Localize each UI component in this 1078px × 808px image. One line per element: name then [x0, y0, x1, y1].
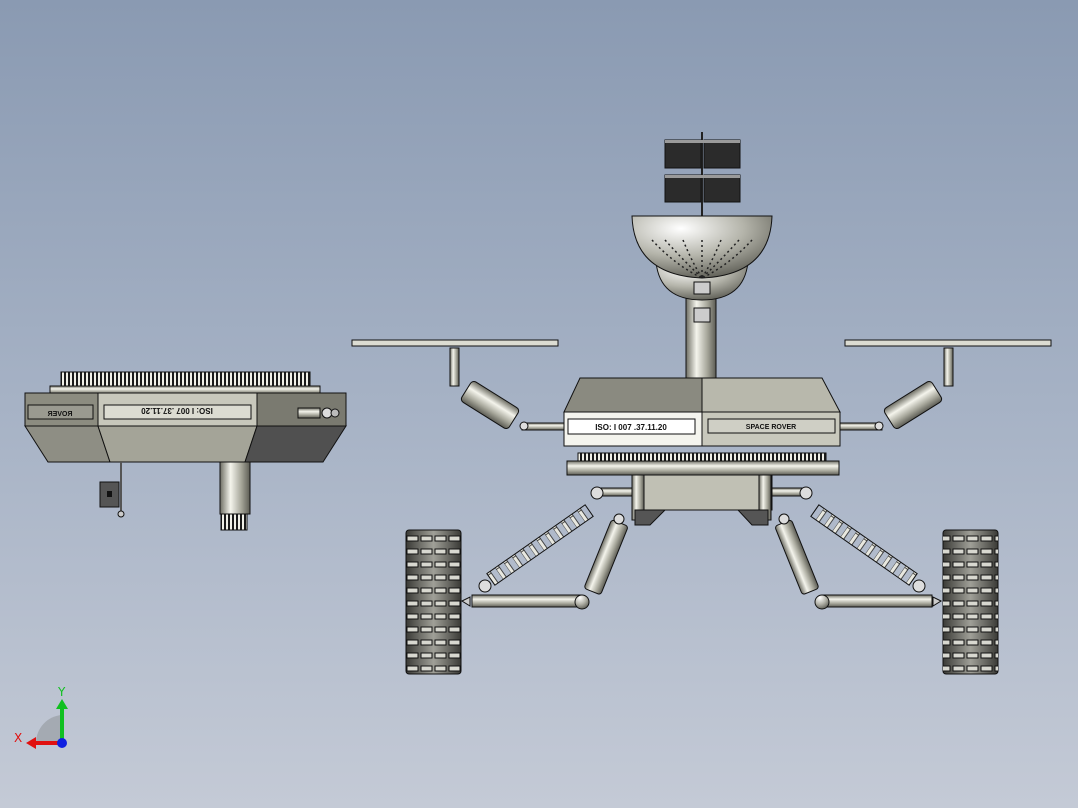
side-label-center-box: [103, 404, 252, 420]
side-label-left: ROVER: [48, 411, 73, 418]
solar-panel-right: [844, 339, 1052, 347]
lower-chassis: [631, 474, 773, 511]
solar-panel-left: [351, 339, 559, 347]
rover-front-view[interactable]: ISO: I 007 .37.11.20 SPACE ROVER: [351, 132, 1052, 675]
id-plate-box: [567, 418, 696, 435]
wheel-left: [405, 529, 462, 675]
turntable-gear: [577, 452, 827, 462]
suspension-left: [460, 486, 628, 610]
y-axis-label: Y: [58, 685, 66, 699]
arm-actuator-left: [460, 380, 520, 430]
side-post: [219, 461, 251, 515]
suspension-right: [775, 486, 943, 610]
x-axis-label: X: [14, 731, 23, 745]
side-label-center: ISO: I 007 .37.11.20: [141, 406, 213, 415]
antenna-flag: [664, 132, 741, 216]
wheel-right: [942, 529, 999, 675]
name-plate-label: SPACE ROVER: [746, 424, 796, 431]
mast: [685, 289, 717, 379]
id-plate-label: ISO: I 007 .37.11.20: [595, 423, 667, 432]
z-axis-dot: [57, 738, 67, 748]
rover-side-view[interactable]: ROVER ISO: I 007 .37.11.20: [24, 371, 347, 531]
arm-actuator-right: [883, 380, 943, 430]
name-plate-box: [707, 418, 836, 434]
satellite-dish: [631, 215, 773, 323]
axis-triad: Y X: [14, 685, 84, 755]
side-label-left-box: [27, 404, 94, 420]
